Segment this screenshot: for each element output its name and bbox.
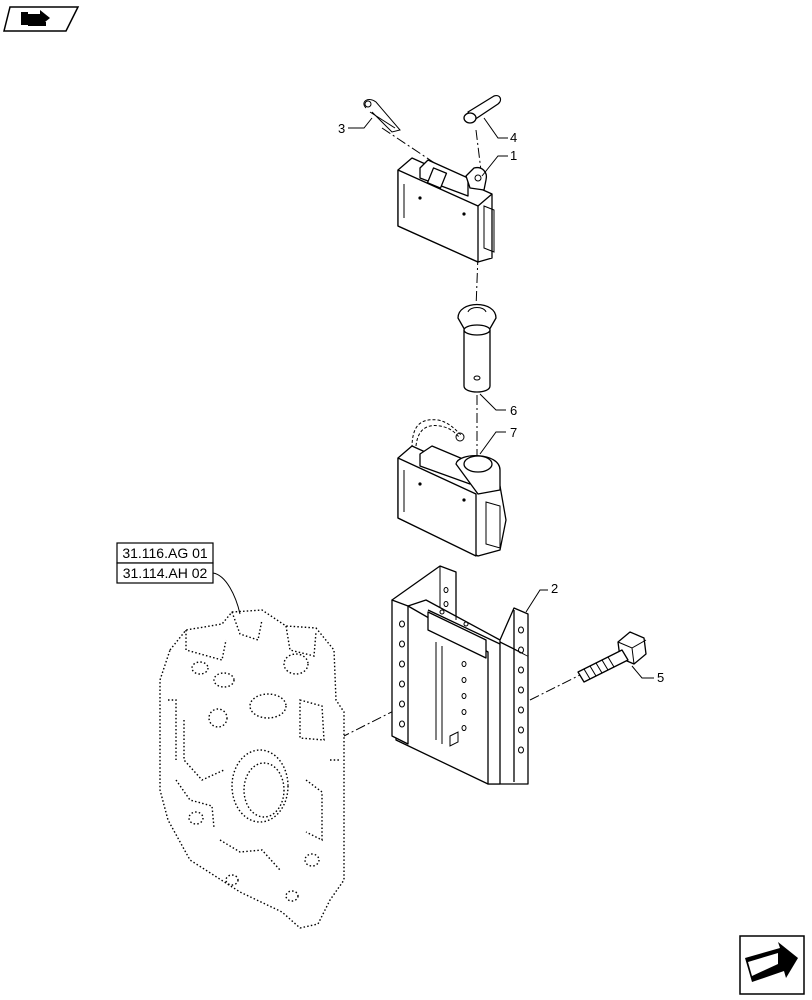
callout-6: 6 bbox=[510, 403, 517, 418]
part-5-bolt bbox=[577, 631, 647, 683]
part-3-r-clip bbox=[363, 99, 401, 133]
part-2-hitch-rail bbox=[391, 565, 529, 785]
callout-2: 2 bbox=[551, 581, 558, 596]
reference-label: 31.114.AH 02 bbox=[123, 565, 208, 581]
callout-4: 4 bbox=[510, 130, 517, 145]
reference-box-2[interactable]: 31.114.AH 02 bbox=[116, 562, 214, 584]
reference-box-1[interactable]: 31.116.AG 01 bbox=[116, 542, 214, 564]
callout-3: 3 bbox=[338, 121, 345, 136]
callout-7: 7 bbox=[510, 425, 517, 440]
book-arrow-icon[interactable] bbox=[3, 6, 80, 32]
callout-5: 5 bbox=[657, 670, 664, 685]
callout-1: 1 bbox=[510, 148, 517, 163]
part-6-drop-pin bbox=[457, 304, 497, 393]
next-page-arrow-icon[interactable] bbox=[739, 935, 805, 995]
reference-label: 31.116.AG 01 bbox=[122, 545, 208, 561]
part-4-pin bbox=[463, 94, 502, 124]
part-1-hitch-jaw bbox=[397, 157, 495, 263]
part-7-hitch-jaw-with-chain bbox=[397, 419, 507, 557]
gearbox-housing-phantom bbox=[159, 609, 345, 929]
